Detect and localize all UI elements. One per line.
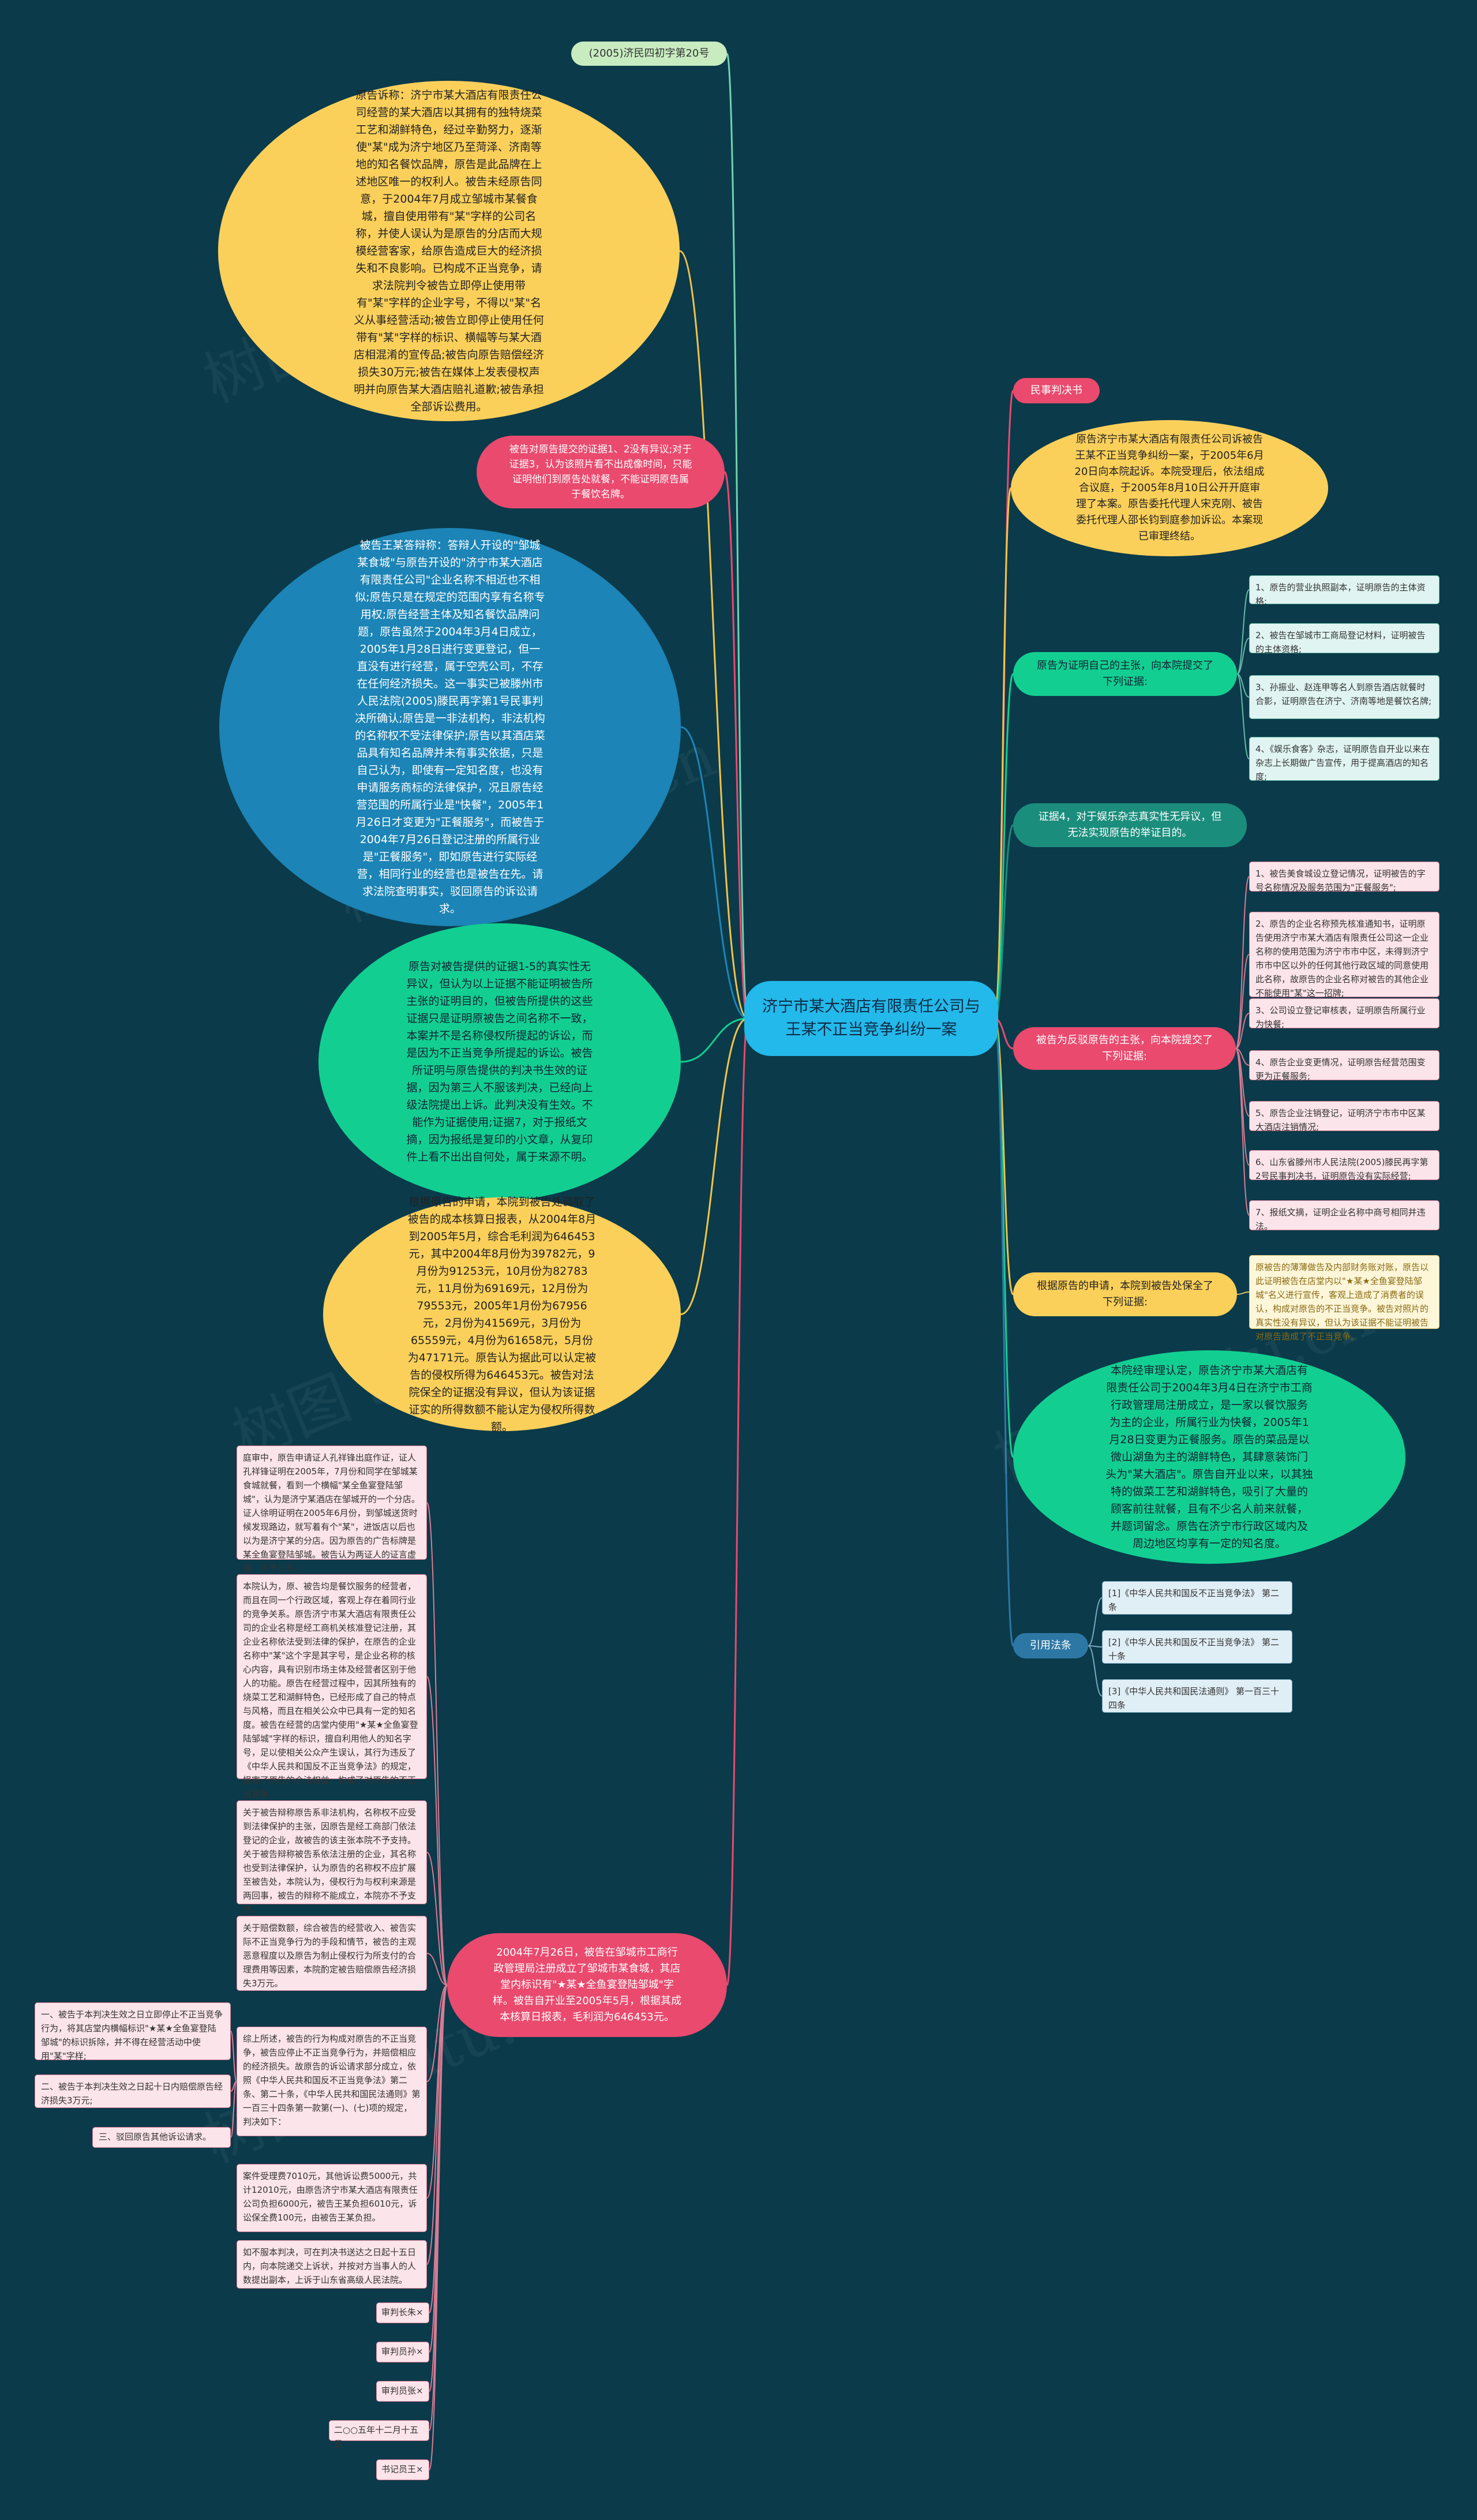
judgment-basis-box[interactable]: 综上所述，被告的行为构成对原告的不正当竞争，被告应停止不正当竞争行为，并赔偿相应…: [237, 2027, 427, 2136]
connector-line: [230, 2081, 237, 2138]
defendant-evidence-node[interactable]: 被告为反驳原告的主张，向本院提交了下列证据:: [1013, 1027, 1236, 1070]
evidence4-node[interactable]: 证据4，对于娱乐杂志真实性无异议，但无法实现原告的举证目的。: [1013, 803, 1247, 847]
connector-line: [1236, 589, 1250, 675]
judgment-item[interactable]: 二、被告于本判决生效之日起十日内赔偿原告经济损失3万元;: [35, 2075, 231, 2108]
court-fee-box[interactable]: 案件受理费7010元，其他诉讼费5000元，共计12010元，由原告济宁市某大酒…: [237, 2164, 427, 2232]
law-item[interactable]: [2]《中华人民共和国反不正当竞争法》 第二十条: [1102, 1630, 1292, 1664]
connector-line: [1236, 673, 1250, 759]
cost-review-node[interactable]: 根据原告的申请，本院到被告处调取了被告的成本核算日报表，从2004年8月到200…: [323, 1196, 681, 1433]
date-box[interactable]: 二○○五年十二月十五日: [329, 2420, 429, 2449]
evidence-item[interactable]: 3、孙振业、赵连甲等名人到原告酒店就餐时合影，证明原告在济宁、济南等地是餐饮名牌…: [1249, 675, 1439, 719]
compensation-box[interactable]: 关于赔偿数额，综合被告的经营收入、被告实际不正当竞争行为的手段和情节，被告的主观…: [237, 1916, 427, 1991]
preservation-node[interactable]: 根据原告的申请，本院到被告处保全了下列证据:: [1013, 1272, 1237, 1316]
judge-box[interactable]: 审判员孙×: [376, 2342, 429, 2362]
name-right-box[interactable]: 关于被告辩称原告系非法机构，名称权不应受到法律保护的主张，因原告是经工商部门依法…: [237, 1800, 427, 1915]
connector-line: [426, 1953, 448, 1986]
connector-line: [1235, 1048, 1250, 1166]
connector-line: [426, 1984, 448, 2082]
root-topic[interactable]: 济宁市某大酒店有限责任公司与王某不正当竞争纠纷一案: [744, 981, 998, 1056]
connector-line: [726, 53, 749, 1020]
evidence-item[interactable]: 3、公司设立登记审核表，证明原告所属行业为快餐;: [1249, 998, 1439, 1029]
connector-line: [1088, 1597, 1103, 1646]
evidence-item[interactable]: 1、被告美食城设立登记情况，证明被告的字号名称情况及服务范围为"正餐服务";: [1249, 862, 1439, 893]
law-item[interactable]: [1]《中华人民共和国反不正当竞争法》 第二条: [1102, 1581, 1292, 1615]
case-number-node[interactable]: (2005)济民四初字第20号: [571, 42, 727, 66]
civil-judgment-node[interactable]: 民事判决书: [1013, 378, 1100, 403]
connector-line: [426, 1676, 448, 1986]
appeal-box[interactable]: 如不服本判决，可在判决书送达之日起十五日内，向本院递交上诉状，并按对方当事人的人…: [237, 2240, 427, 2289]
connector-line: [994, 1017, 1014, 1647]
plaintiff-claim-node[interactable]: 原告诉称：济宁市某大酒店有限责任公司经营的某大酒店以其拥有的独特烧菜工艺和湖鲜特…: [218, 81, 680, 421]
connector-line: [426, 1852, 448, 1986]
connector-line: [726, 1017, 749, 1986]
evidence-item[interactable]: 1、原告的营业执照副本，证明原告的主体资格;: [1249, 575, 1439, 606]
evidence-item[interactable]: 5、原告企业注销登记，证明济宁市市中区某大酒店注销情况;: [1249, 1101, 1439, 1132]
connector-line: [994, 1017, 1014, 1458]
judgment-item[interactable]: 一、被告于本判决生效之日立即停止不正当竞争行为，将其店堂内横幅标识"★某★全鱼宴…: [35, 2002, 231, 2061]
evidence-item[interactable]: 4、原告企业变更情况，证明原告经营范围变更为正餐服务;: [1249, 1050, 1439, 1081]
registration-node[interactable]: 2004年7月26日，被告在邹城市工商行政管理局注册成立了邹城市某食城，其店堂内…: [447, 1933, 727, 2037]
connector-line: [1088, 1645, 1103, 1647]
connector-line: [994, 487, 1012, 1020]
evidence-item[interactable]: 6、山东省滕州市人民法院(2005)滕民再字第2号民事判决书，证明原告没有实际经…: [1249, 1150, 1439, 1181]
law-item[interactable]: [3]《中华人民共和国民法通则》 第一百三十四条: [1102, 1679, 1292, 1713]
connector-line: [1235, 876, 1250, 1049]
evidence-item[interactable]: 2、被告在邹城市工商局登记材料，证明被告的主体资格;: [1249, 623, 1439, 654]
court-findings-node[interactable]: 本院经审理认定，原告济宁市某大酒店有限责任公司于2004年3月4日在济宁市工商行…: [1013, 1350, 1405, 1564]
court-reasoning-box[interactable]: 本院认为，原、被告均是餐饮服务的经营者，而且在同一个行政区域，客观上存在着同行业…: [237, 1574, 427, 1799]
connector-line: [426, 1984, 448, 2265]
plaintiff-evidence-node[interactable]: 原告为证明自己的主张，向本院提交了下列证据:: [1013, 652, 1237, 696]
connector-line: [680, 726, 748, 1020]
court-opinion-node[interactable]: 原告对被告提供的证据1-5的真实性无异议，但认为以上证据不能证明被告所主张的证明…: [318, 923, 681, 1200]
connector-line: [680, 1017, 748, 1063]
connector-line: [680, 1017, 748, 1315]
evidence-item[interactable]: 7、报纸文摘，证明企业名称中商号相同并违法。: [1249, 1200, 1439, 1231]
connector-line: [426, 1502, 448, 1986]
testimony-box[interactable]: 庭审中，原告申请证人孔祥锋出庭作证，证人孔祥锋证明在2005年，7月份和同学在邹…: [237, 1446, 427, 1574]
connector-line: [1236, 1291, 1250, 1295]
preservation-item[interactable]: 原被告的薄薄做告及内部财务账对账，原告以此证明被告在店堂内以"★某★全鱼宴登陆邹…: [1249, 1255, 1439, 1342]
connector-line: [1088, 1645, 1103, 1697]
connector-line: [429, 1984, 448, 2470]
judgment-item[interactable]: 三、驳回原告其他诉讼请求。: [92, 2127, 231, 2148]
clerk-box[interactable]: 书记员王×: [376, 2459, 429, 2480]
connector-line: [1235, 954, 1250, 1049]
case-summary-node[interactable]: 原告济宁市某大酒店有限责任公司诉被告王某不正当竞争纠纷一案，于2005年6月20…: [1011, 420, 1328, 556]
defendant-defense-node[interactable]: 被告王某答辩称：答辩人开设的"邹城某食城"与原告开设的"济宁市某大酒店有限责任公…: [219, 528, 681, 926]
connector-line: [1235, 1013, 1250, 1049]
connector-line: [994, 673, 1014, 1020]
connector-line: [230, 2031, 237, 2082]
judge-box[interactable]: 审判员张×: [376, 2381, 429, 2402]
connector-line: [723, 471, 749, 1020]
connector-line: [1236, 638, 1250, 675]
chief-judge-box[interactable]: 审判长朱×: [376, 2302, 429, 2323]
connector-line: [679, 250, 748, 1020]
connector-line: [1235, 1048, 1250, 1216]
defendant-objection-node[interactable]: 被告对原告提交的证据1、2没有异议;对于证据3，认为该照片看不出成像时间，只能证…: [477, 436, 725, 508]
evidence-item[interactable]: 2、原告的企业名称预先核准通知书，证明原告使用济宁市某大酒店有限责任公司这一企业…: [1249, 912, 1439, 998]
evidence-item[interactable]: 4、《娱乐食客》杂志，证明原告自开业以来在杂志上长期做广告宣传，用于提高酒店的知…: [1249, 737, 1439, 782]
cited-laws-node[interactable]: 引用法条: [1013, 1633, 1088, 1658]
